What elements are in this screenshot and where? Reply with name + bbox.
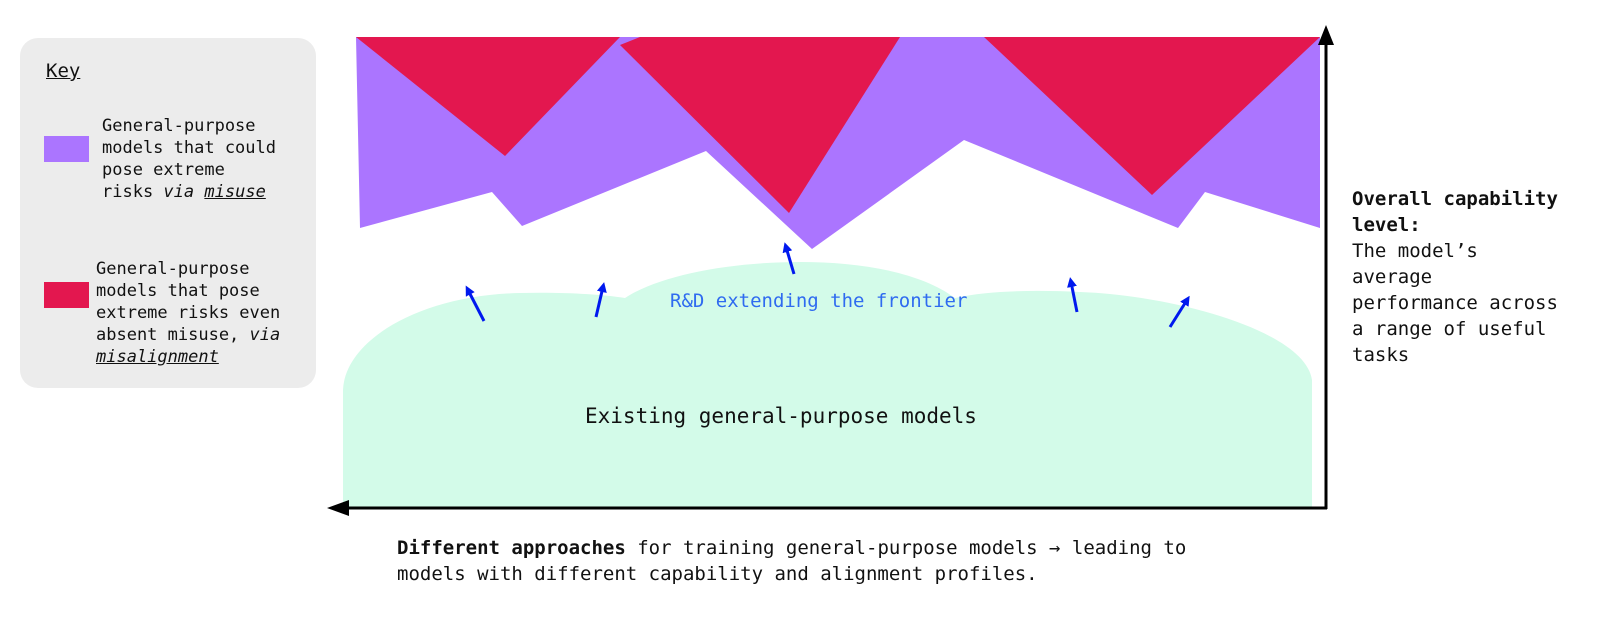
misuse-term: misuse: [204, 182, 266, 202]
rd-arrow-2: [594, 282, 607, 318]
y-axis-description: Overall capability level: The model’s av…: [1352, 186, 1592, 368]
misuse-line4: risks via misuse: [102, 181, 276, 203]
misuse-line1: General-purpose: [102, 116, 256, 136]
misalignment-via: via: [249, 325, 281, 345]
x-axis-line2: models with different capability and ali…: [397, 563, 1038, 585]
rd-frontier-label: R&D extending the frontier: [670, 290, 968, 312]
y-axis-line3: performance across: [1352, 292, 1558, 314]
rd-arrow-5: [1168, 295, 1190, 328]
y-axis-line1: The model’s: [1352, 240, 1478, 262]
y-axis-line4: a range of useful: [1352, 318, 1547, 340]
x-axis-rest-line1: for training general-purpose models → le…: [625, 537, 1187, 559]
misalignment-region-1: [356, 37, 620, 156]
misalignment-region-2: [620, 37, 900, 213]
rd-arrow-4: [1067, 277, 1079, 313]
x-axis-bold: Different approaches: [397, 537, 626, 559]
y-axis-heading-line1: Overall capability: [1352, 188, 1558, 210]
misalignment-line2: models that pose: [96, 281, 260, 301]
misalignment-legend-text: General-purpose models that pose extreme…: [96, 258, 280, 368]
y-axis-line5: tasks: [1352, 344, 1410, 366]
misuse-via: via: [163, 182, 195, 202]
misalignment-region-3: [984, 37, 1320, 195]
x-axis-line1: Different approaches for training genera…: [397, 535, 1297, 561]
key-panel: Key General-purpose models that could po…: [20, 38, 316, 388]
existing-models-region: [343, 262, 1312, 507]
misuse-line3: pose extreme: [102, 160, 225, 180]
x-axis-description: Different approaches for training genera…: [397, 535, 1297, 587]
misuse-line2: models that could: [102, 138, 276, 158]
x-axis-arrowhead: [327, 500, 349, 516]
key-title: Key: [46, 60, 81, 82]
rd-arrow-3: [782, 242, 796, 275]
y-axis-line2: average: [1352, 266, 1433, 288]
y-axis-heading-line2: level:: [1352, 214, 1421, 236]
y-axis-arrowhead: [1318, 25, 1334, 45]
misuse-swatch: [44, 136, 89, 162]
misuse-line4-prefix: risks: [102, 182, 164, 202]
misalignment-swatch: [44, 282, 89, 308]
rd-arrow-1: [465, 285, 486, 322]
misalignment-line5: misalignment: [96, 346, 280, 368]
misalignment-line4: absent misuse, via: [96, 324, 280, 346]
misalignment-line3: extreme risks even: [96, 303, 281, 323]
misalignment-term: misalignment: [96, 347, 219, 367]
misalignment-line1: General-purpose: [96, 259, 250, 279]
misuse-legend-text: General-purpose models that could pose e…: [102, 115, 276, 203]
existing-models-label: Existing general-purpose models: [585, 404, 977, 428]
misalignment-line4-prefix: absent misuse,: [96, 325, 250, 345]
